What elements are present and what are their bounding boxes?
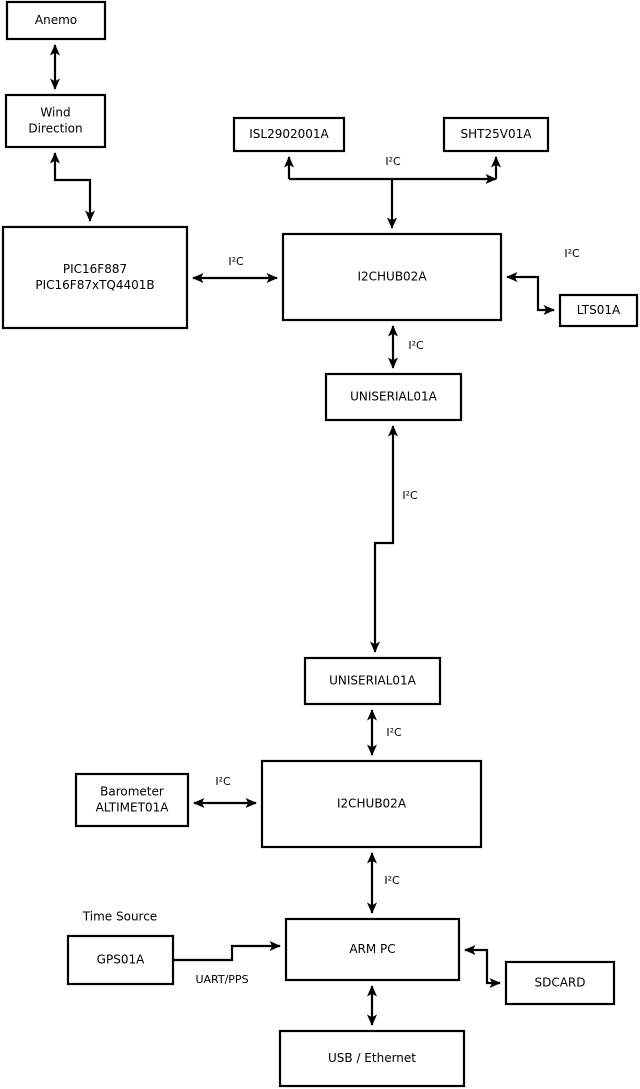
node-box	[504, 960, 616, 1006]
free-labels-layer: Time Source	[82, 910, 157, 924]
node-isl[interactable]: ISL2902001A	[232, 116, 346, 153]
edge-line	[49, 152, 96, 222]
edge-label: I²C	[408, 339, 424, 352]
free-label-time-source: Time Source	[82, 910, 157, 924]
edge-uniserial-uniserial: I²C	[369, 425, 418, 653]
edge-hub-lts: I²C	[506, 247, 580, 316]
edge-label: I²C	[215, 775, 231, 788]
node-label: Wind	[40, 106, 70, 120]
edge-label: I²C	[228, 255, 244, 268]
edge-hub-armpc: I²C	[366, 852, 400, 914]
node-uniserial-top[interactable]: UNISERIAL01A	[324, 372, 463, 422]
edge-label: UART/PPS	[195, 973, 248, 986]
node-hub-top[interactable]: I2CHUB02A	[281, 232, 503, 322]
node-box	[303, 656, 442, 706]
edge-label: I²C	[385, 155, 401, 168]
node-label: SDCARD	[534, 976, 585, 990]
edge-uniserial-hub: I²C	[366, 709, 402, 756]
node-usb-eth[interactable]: USB / Ethernet	[278, 1029, 466, 1088]
node-box	[5, 0, 107, 41]
node-label: Anemo	[35, 13, 77, 27]
node-box	[281, 232, 503, 322]
edge-hub-bus-trunk: I²C	[289, 155, 497, 185]
edge-label: I²C	[386, 726, 402, 739]
node-box	[1, 225, 189, 330]
edge-line	[464, 944, 501, 989]
node-label: PIC16F887	[63, 262, 127, 276]
node-label: Direction	[28, 122, 82, 136]
edge-hub-uniserial: I²C	[387, 325, 424, 369]
node-label: USB / Ethernet	[328, 1051, 416, 1065]
node-box	[284, 917, 461, 982]
edge-gps-armpc: UART/PPS	[173, 940, 281, 986]
node-lts[interactable]: LTS01A	[558, 293, 639, 328]
node-box	[66, 934, 175, 986]
edge-line	[173, 940, 281, 962]
node-label: UNISERIAL01A	[329, 674, 417, 688]
edge-label: I²C	[564, 247, 580, 260]
node-label: I2CHUB02A	[337, 797, 407, 811]
node-hub-bot[interactable]: I2CHUB02A	[260, 759, 483, 849]
node-box	[260, 759, 483, 849]
node-label: ALTIMET01A	[96, 801, 170, 815]
node-label: PIC16F87xTQ4401B	[35, 278, 154, 292]
node-label: UNISERIAL01A	[350, 390, 438, 404]
node-label: Barometer	[100, 785, 164, 799]
node-box	[4, 93, 107, 149]
edge-label: I²C	[384, 874, 400, 887]
node-label: ISL2902001A	[249, 127, 329, 141]
edge-armpc-sdcard	[464, 944, 501, 989]
node-gps[interactable]: GPS01A	[66, 934, 175, 986]
node-box	[74, 772, 190, 828]
node-box	[278, 1029, 466, 1088]
edge-line	[506, 271, 555, 316]
node-label: ARM PC	[349, 942, 395, 956]
edge-pic-hub: I²C	[192, 255, 278, 284]
node-anemo[interactable]: Anemo	[5, 0, 107, 41]
node-uniserial-bot[interactable]: UNISERIAL01A	[303, 656, 442, 706]
node-box	[442, 116, 550, 153]
edge-barometer-hub: I²C	[193, 775, 257, 809]
node-box	[324, 372, 463, 422]
node-label: GPS01A	[97, 953, 145, 967]
node-label: I2CHUB02A	[357, 270, 427, 284]
node-armpc[interactable]: ARM PC	[284, 917, 461, 982]
edge-label: I²C	[402, 489, 418, 502]
edge-line	[369, 425, 399, 653]
node-box	[232, 116, 346, 153]
node-sht[interactable]: SHT25V01A	[442, 116, 550, 153]
node-box	[558, 293, 639, 328]
edge-winddir-pic	[49, 152, 96, 222]
node-label: LTS01A	[577, 303, 621, 317]
edges-layer: I²C I²C I²C I²C I²C I²C I²C I²C UART/PPS	[49, 44, 580, 1026]
node-label: SHT25V01A	[461, 127, 533, 141]
node-sdcard[interactable]: SDCARD	[504, 960, 616, 1006]
